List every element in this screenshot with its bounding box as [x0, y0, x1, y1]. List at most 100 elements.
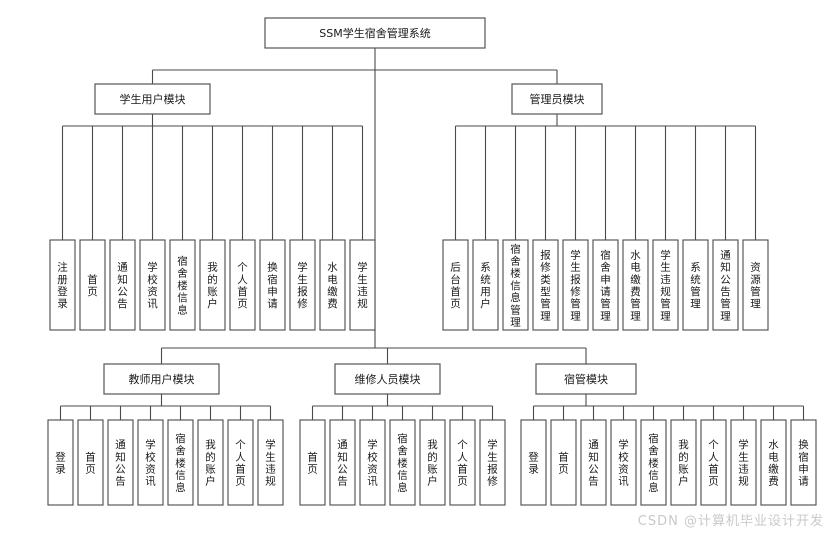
- leaf-box-student-9[interactable]: [319, 239, 346, 331]
- leaf-box-dorm-7[interactable]: [730, 419, 757, 506]
- leaf-box-dorm-2[interactable]: [580, 419, 607, 506]
- leaf-label-dorm-9: 换宿申请: [798, 438, 809, 488]
- leaf-box-admin-9[interactable]: [712, 239, 739, 331]
- leaf-label-dorm-2: 通知公告: [588, 439, 599, 488]
- leaf-box-admin-5[interactable]: [592, 239, 619, 331]
- leaf-box-dorm-3[interactable]: [610, 419, 637, 506]
- leaf-box-repair-1[interactable]: [329, 419, 356, 506]
- leaf-label-admin-0: 后台首页: [450, 262, 461, 311]
- leaf-box-dorm-8[interactable]: [760, 419, 787, 506]
- leaf-label-student-10: 学生违规: [357, 261, 368, 311]
- leaf-label-teacher-4: 宿舍楼信息: [175, 432, 186, 494]
- leaf-box-student-7[interactable]: [259, 239, 286, 331]
- module-box-dorm[interactable]: [535, 363, 637, 395]
- leaf-box-admin-4[interactable]: [562, 239, 589, 331]
- leaf-box-dorm-0[interactable]: [520, 419, 547, 506]
- leaf-box-dorm-6[interactable]: [700, 419, 727, 506]
- leaf-box-admin-8[interactable]: [682, 239, 709, 331]
- leaf-label-admin-1: 系统用户: [480, 262, 491, 311]
- leaf-box-admin-3[interactable]: [532, 239, 559, 331]
- leaf-box-dorm-4[interactable]: [640, 419, 667, 506]
- leaf-box-teacher-6[interactable]: [227, 419, 254, 506]
- leaf-box-teacher-7[interactable]: [257, 419, 284, 506]
- leaf-label-dorm-3: 学校资讯: [618, 438, 629, 488]
- leaf-label-dorm-7: 学生违规: [738, 438, 749, 488]
- leaf-label-teacher-5: 我的账户: [205, 439, 216, 488]
- leaf-box-teacher-0[interactable]: [47, 419, 74, 506]
- leaf-box-repair-5[interactable]: [449, 419, 476, 506]
- leaf-box-student-1[interactable]: [79, 239, 106, 331]
- module-label-teacher: 教师用户模块: [129, 372, 195, 386]
- leaf-box-student-5[interactable]: [199, 239, 226, 331]
- leaf-label-admin-4: 学生报修管理: [570, 248, 581, 322]
- module-label-repair: 维修人员模块: [355, 372, 421, 386]
- leaf-box-repair-2[interactable]: [359, 419, 386, 506]
- leaf-box-teacher-2[interactable]: [107, 419, 134, 506]
- module-label-admin: 管理员模块: [530, 92, 585, 106]
- leaf-box-student-4[interactable]: [169, 239, 196, 331]
- leaf-box-repair-0[interactable]: [299, 419, 326, 506]
- watermark-text: CSDN @计算机毕业设计开发: [637, 514, 824, 529]
- leaf-box-student-8[interactable]: [289, 239, 316, 331]
- leaf-label-dorm-5: 我的账户: [678, 439, 689, 488]
- leaf-box-student-0[interactable]: [49, 239, 76, 331]
- leaf-box-dorm-5[interactable]: [670, 419, 697, 506]
- leaf-label-student-1: 首页: [87, 273, 98, 298]
- leaf-label-dorm-6: 个人首页: [708, 439, 719, 488]
- leaf-label-student-0: 注册登录: [57, 261, 68, 311]
- leaf-label-repair-3: 宿舍楼信息: [397, 432, 408, 494]
- leaf-label-student-8: 学生报修: [297, 261, 308, 311]
- leaf-box-dorm-9[interactable]: [790, 419, 817, 506]
- leaf-box-admin-7[interactable]: [652, 239, 679, 331]
- leaf-label-student-9: 水电缴费: [327, 262, 338, 311]
- root-node-label: SSM学生宿舍管理系统: [319, 26, 430, 40]
- leaf-label-student-4: 宿舍楼信息: [177, 255, 188, 317]
- leaf-box-teacher-4[interactable]: [167, 419, 194, 506]
- leaf-label-dorm-8: 水电缴费: [768, 439, 779, 488]
- leaf-box-repair-4[interactable]: [419, 419, 446, 506]
- module-label-student: 学生用户模块: [120, 92, 186, 106]
- leaf-box-teacher-5[interactable]: [197, 419, 224, 506]
- leaf-box-student-6[interactable]: [229, 239, 256, 331]
- module-box-repair[interactable]: [334, 363, 441, 395]
- leaf-label-dorm-0: 登录: [528, 450, 539, 475]
- leaf-label-dorm-4: 宿舍楼信息: [648, 432, 659, 494]
- leaf-label-admin-3: 报修类型管理: [540, 248, 551, 322]
- leaf-box-admin-1[interactable]: [472, 239, 499, 331]
- leaf-label-repair-4: 我的账户: [427, 439, 438, 488]
- leaf-box-dorm-1[interactable]: [550, 419, 577, 506]
- leaf-box-repair-6[interactable]: [479, 419, 506, 506]
- module-box-teacher[interactable]: [103, 363, 220, 395]
- leaf-box-admin-6[interactable]: [622, 239, 649, 331]
- leaf-label-student-2: 通知公告: [117, 262, 128, 311]
- leaf-box-admin-2[interactable]: [502, 239, 529, 331]
- leaf-box-admin-10[interactable]: [742, 239, 769, 331]
- leaf-label-admin-10: 资源管理: [750, 262, 761, 311]
- leaf-label-admin-7: 学生违规管理: [660, 248, 671, 322]
- leaf-label-teacher-6: 个人首页: [235, 439, 246, 488]
- leaf-label-repair-5: 个人首页: [457, 439, 468, 488]
- leaf-label-student-3: 学校资讯: [147, 261, 158, 311]
- leaf-label-student-7: 换宿申请: [267, 261, 278, 311]
- leaf-box-student-10[interactable]: [349, 239, 376, 331]
- root-node-box: [264, 17, 486, 49]
- leaf-label-repair-1: 通知公告: [337, 439, 348, 488]
- leaf-label-admin-5: 宿舍申请管理: [600, 248, 611, 322]
- leaf-box-repair-3[interactable]: [389, 419, 416, 506]
- leaf-label-student-5: 我的账户: [207, 262, 218, 311]
- leaf-box-teacher-3[interactable]: [137, 419, 164, 506]
- leaf-label-admin-6: 水电缴费管理: [630, 249, 641, 322]
- leaf-label-admin-9: 通知公告管理: [720, 249, 731, 322]
- leaf-label-repair-0: 首页: [307, 450, 318, 475]
- leaf-label-admin-2: 宿舍楼信息管理: [510, 242, 521, 328]
- leaf-label-repair-6: 学生报修: [487, 438, 498, 488]
- module-label-dorm: 宿管模块: [564, 372, 608, 386]
- leaf-box-admin-0[interactable]: [442, 239, 469, 331]
- module-box-admin[interactable]: [511, 83, 603, 115]
- leaf-box-teacher-1[interactable]: [77, 419, 104, 506]
- leaf-box-student-3[interactable]: [139, 239, 166, 331]
- leaf-label-student-6: 个人首页: [237, 262, 248, 311]
- leaf-box-student-2[interactable]: [109, 239, 136, 331]
